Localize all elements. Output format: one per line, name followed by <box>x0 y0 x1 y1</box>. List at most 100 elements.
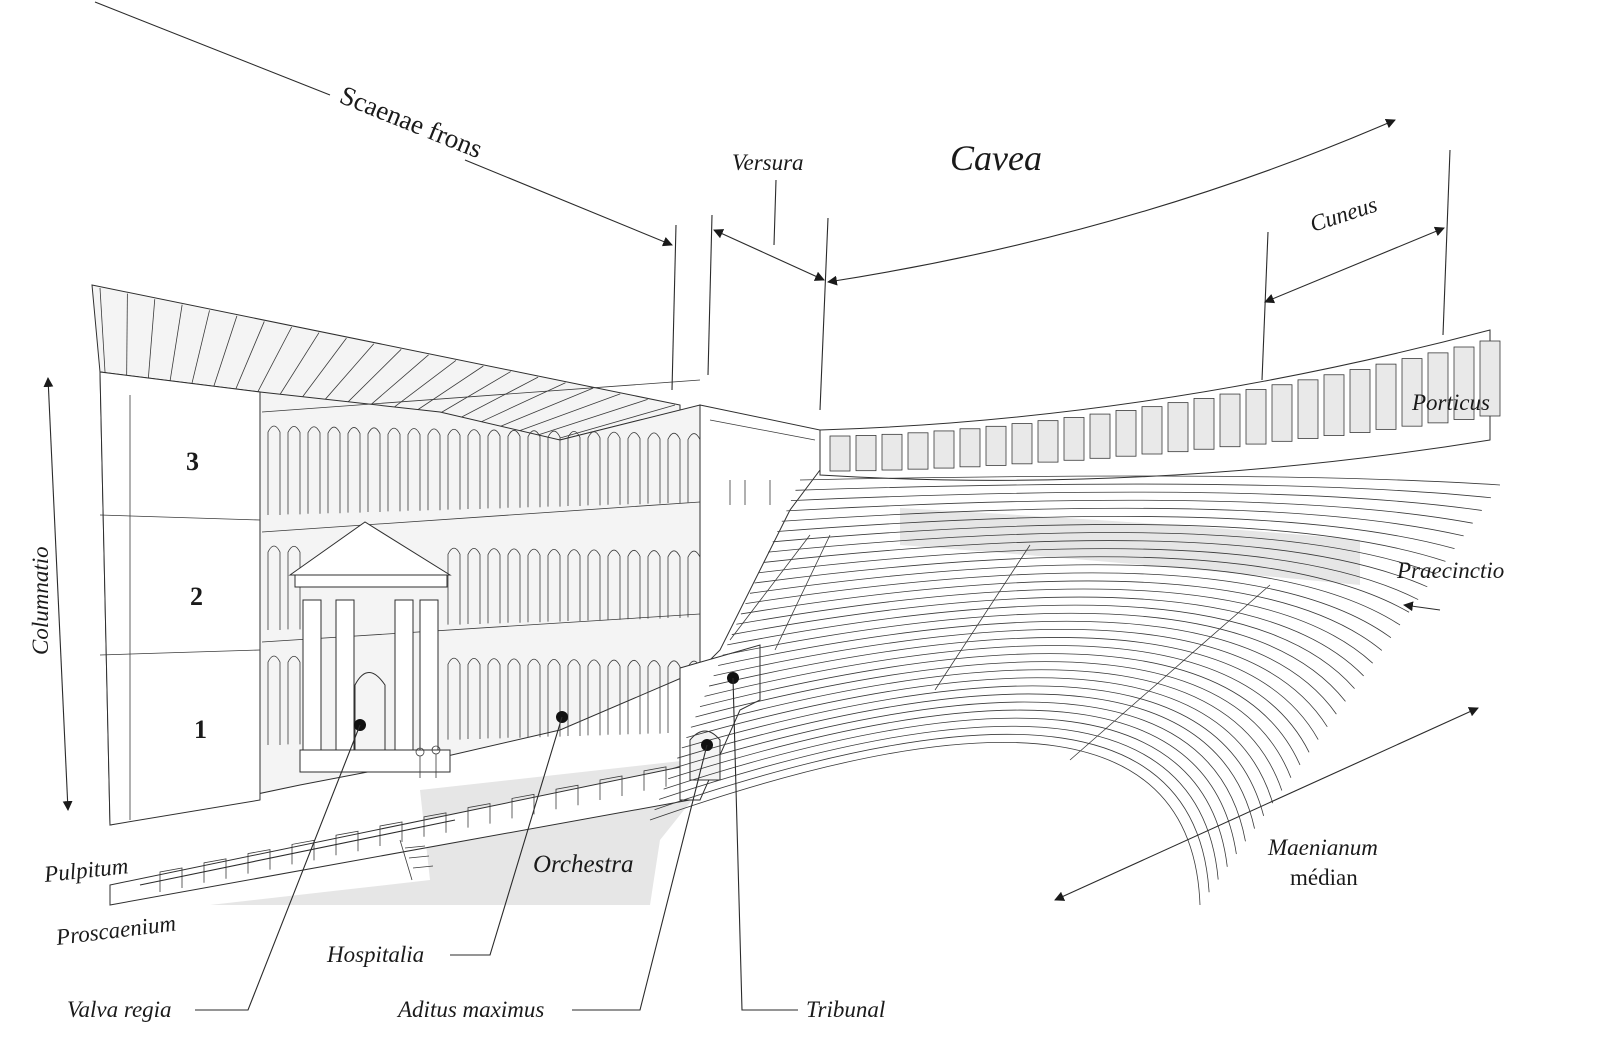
seat-row <box>699 653 1301 766</box>
colonnades <box>261 379 701 745</box>
porticus-bay <box>1063 417 1085 461</box>
porticus-bay <box>1037 420 1059 463</box>
column <box>507 548 521 623</box>
roof-rafter <box>277 332 320 398</box>
column <box>367 427 381 512</box>
leader-lines <box>43 1 1479 1011</box>
porticus-bay <box>1193 398 1215 450</box>
label-scaenae-frons: Scaenae frons <box>336 80 487 164</box>
porticus-bay <box>1375 363 1397 430</box>
roof-rafter <box>256 326 293 395</box>
column <box>587 431 601 506</box>
seat-row <box>740 580 1383 651</box>
column <box>607 431 621 505</box>
roof-rafter <box>559 404 676 439</box>
pulpitum-niche <box>247 849 271 874</box>
column <box>547 658 561 737</box>
roof-rafter <box>516 393 621 433</box>
roof-rafter <box>408 365 484 417</box>
porticus-bay <box>1115 410 1137 457</box>
label-orchestra: Orchestra <box>533 851 633 878</box>
label-proscaenium: Proscaenium <box>54 910 178 950</box>
roof-rafter <box>321 343 375 404</box>
porticus-bay <box>933 430 955 469</box>
column <box>267 425 281 515</box>
column <box>467 658 481 739</box>
label-level-3: 3 <box>186 447 199 476</box>
seat-row <box>718 620 1337 715</box>
column <box>587 549 601 621</box>
seat-row <box>763 540 1428 588</box>
porticus-bay <box>1323 374 1345 436</box>
label-hospitalia: Hospitalia <box>326 942 424 967</box>
label-pulpitum: Pulpitum <box>42 853 129 887</box>
column <box>347 427 361 513</box>
seat-row <box>781 507 1464 537</box>
roof-rafter <box>386 360 457 414</box>
label-tribunal: Tribunal <box>806 997 885 1022</box>
pulpitum-niche <box>159 867 183 892</box>
roof-rafter <box>147 299 156 379</box>
column <box>307 426 321 514</box>
roof-rafter <box>126 293 128 376</box>
porticus-bay <box>1479 340 1501 417</box>
pulpitum-niche <box>599 775 623 800</box>
label-cuneus: Cuneus <box>1307 192 1380 237</box>
seat-row <box>786 499 1473 524</box>
porticus-bay <box>1297 379 1319 439</box>
column <box>527 548 541 623</box>
pulpitum-niche <box>467 803 491 828</box>
column <box>547 430 561 507</box>
roof-rafter <box>169 304 183 382</box>
column <box>667 550 681 618</box>
column <box>387 427 401 512</box>
seat-row <box>658 725 1219 880</box>
roof-rafter <box>473 382 566 426</box>
figures <box>415 745 441 778</box>
column <box>627 659 641 735</box>
seat-row <box>722 612 1346 702</box>
column <box>287 425 301 515</box>
column <box>287 545 301 630</box>
seat-row <box>668 709 1237 855</box>
seat-row <box>799 475 1501 486</box>
porticus-bay <box>1271 384 1293 442</box>
column <box>647 660 661 734</box>
porticus-bay <box>1011 423 1033 465</box>
column <box>467 548 481 624</box>
roof-rafters <box>99 287 676 439</box>
label-maenianum: Maenianum <box>1267 835 1378 860</box>
label-praecinctio: Praecinctio <box>1396 558 1504 583</box>
column <box>527 430 541 508</box>
seat-row <box>727 604 1355 689</box>
pulpitum-niche <box>643 766 667 791</box>
seat-row <box>759 548 1419 600</box>
column <box>587 659 601 736</box>
seat-row <box>777 515 1455 550</box>
roof-rafter <box>299 337 347 401</box>
porticus-bay <box>855 435 877 472</box>
column <box>447 547 461 625</box>
porticus-bay <box>959 428 981 468</box>
entablature <box>261 379 701 413</box>
seat-row <box>754 556 1410 613</box>
porticus <box>819 329 1501 481</box>
seat-row <box>790 491 1482 511</box>
seat-row <box>749 564 1401 626</box>
porticus-bay <box>1167 402 1189 453</box>
column <box>327 426 341 514</box>
column <box>487 658 501 739</box>
column <box>627 549 641 620</box>
seat-row <box>731 596 1364 677</box>
column <box>647 432 661 504</box>
column <box>407 428 421 511</box>
column <box>567 549 581 621</box>
column <box>267 655 281 745</box>
column <box>267 545 281 630</box>
column <box>567 659 581 736</box>
porticus-bay <box>907 432 929 470</box>
pulpitum-niche <box>203 858 227 883</box>
column <box>627 432 641 505</box>
roof-rafter <box>191 310 210 385</box>
